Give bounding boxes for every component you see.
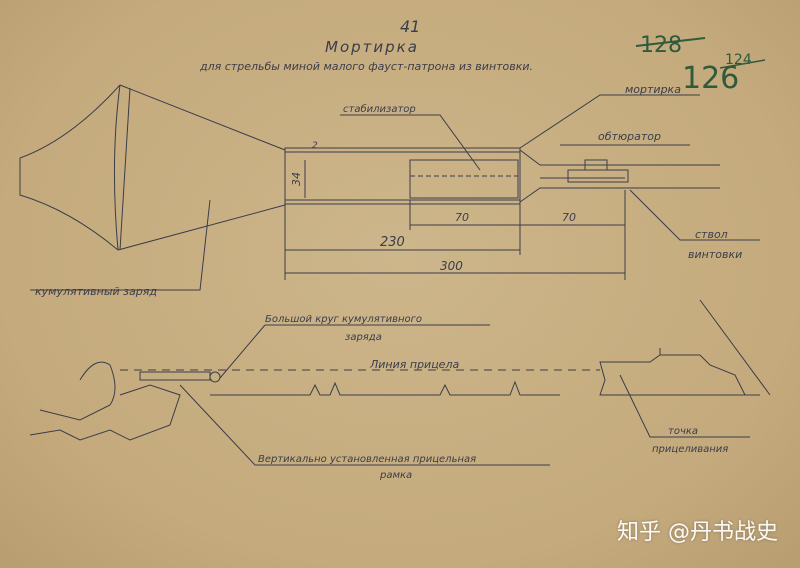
page-number: 41 (400, 17, 420, 36)
label-mortar: мортирка (625, 83, 681, 96)
drawing-title: Мортирка (325, 38, 419, 56)
dimension-70b: 70 (562, 211, 576, 224)
watermark: 知乎 @丹书战史 (617, 520, 778, 545)
dimension-230: 230 (380, 235, 405, 250)
label-stabilizer: стабилизатор (343, 103, 416, 115)
strike-line (635, 37, 706, 47)
tank-sketch (599, 348, 746, 396)
cumulative-charge-drawing (19, 84, 286, 251)
label-aim-point-1: точка (668, 426, 698, 437)
strike-line (719, 59, 766, 69)
label-frame-1: Вертикально установленная прицельная (258, 454, 476, 465)
dimension-wall: 2 (312, 141, 318, 151)
mortar-tube-drawing (284, 147, 720, 205)
dimension-70a: 70 (455, 211, 469, 224)
label-barrel-1: ствол (695, 228, 728, 241)
drawing-subtitle: для стрельбы миной малого фауст-патрона … (199, 60, 533, 73)
label-big-circle-2: заряда (345, 332, 382, 343)
dimension-lines (284, 160, 626, 280)
dimension-diameter: 34 (290, 172, 303, 186)
leader-lines-bottom (179, 299, 771, 466)
label-charge: кумулятивный заряд (35, 285, 157, 298)
dimension-300: 300 (440, 259, 463, 273)
archive-number-crossed-2: 124 (725, 52, 752, 68)
label-frame-2: рамка (379, 470, 412, 481)
label-barrel-2: винтовки (688, 248, 742, 261)
label-obturator: обтюратор (598, 130, 661, 143)
soldier-sketch (29, 361, 221, 441)
ground-line (210, 380, 760, 396)
label-aim-point-2: прицеливания (652, 444, 728, 455)
label-big-circle-1: Большой круг кумулятивного (265, 314, 422, 325)
label-sight-line: Линия прицела (369, 358, 459, 371)
leader-lines (30, 94, 760, 291)
